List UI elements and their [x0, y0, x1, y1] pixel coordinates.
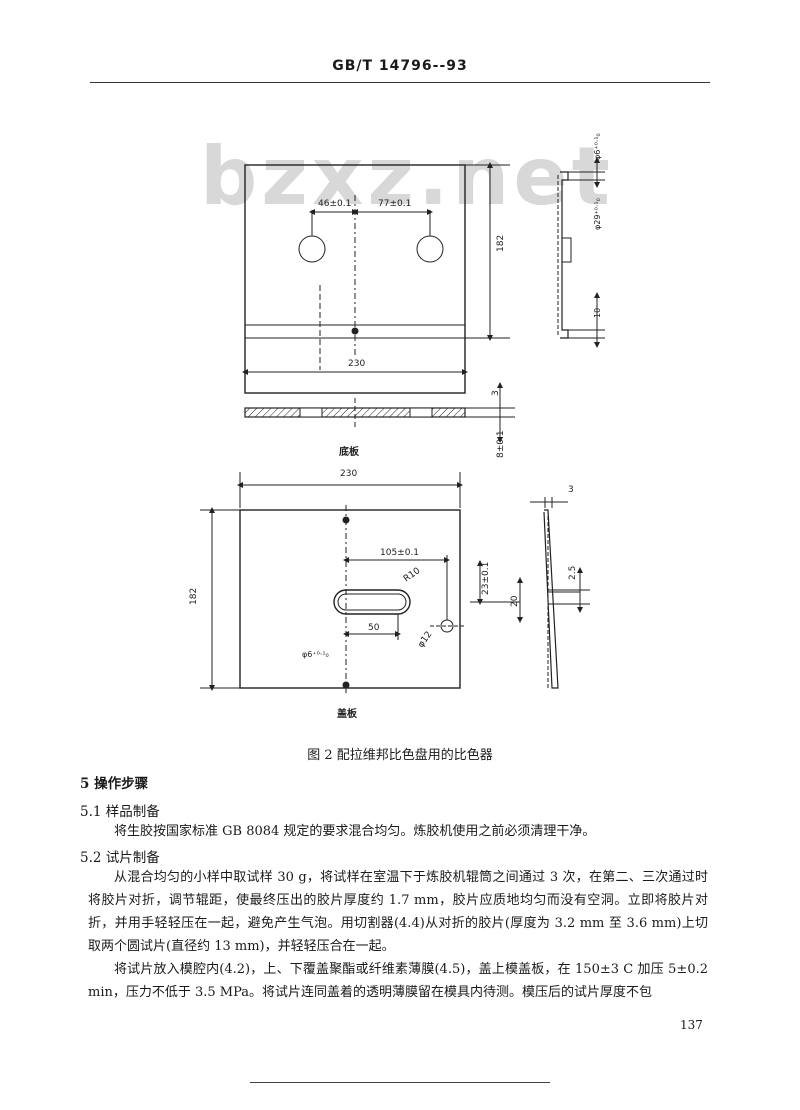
standard-header: GB/T 14796--93	[332, 58, 468, 74]
bottom-plate-side	[557, 157, 605, 348]
bottom-plate-front	[242, 162, 510, 394]
figure-caption: 图 2 配拉维邦比色盘用的比色器	[307, 748, 493, 763]
dim-182-cover: 182	[189, 588, 199, 605]
dim-r10: R10	[402, 566, 422, 585]
bottom-plate-section	[244, 382, 515, 443]
dim-8: 8±0.1	[496, 430, 506, 458]
dim-2-5: 2.5	[568, 566, 578, 580]
dim-230-bottom: 230	[348, 359, 365, 369]
watermark: bzxz.net	[200, 130, 614, 223]
dim-23: 23±0.1	[481, 562, 491, 595]
dim-50: 50	[368, 623, 380, 633]
dim-182-bottom: 182	[496, 235, 506, 252]
section-5-1-body: 将生胶按国家标准 GB 8084 规定的要求混合均匀。炼胶机使用之前必须清理干净…	[88, 820, 708, 843]
section-5-1-text: 将生胶按国家标准 GB 8084 规定的要求混合均匀。炼胶机使用之前必须清理干净…	[114, 824, 596, 839]
section-5-heading: 5 操作步骤	[80, 776, 149, 792]
cover-plate-side	[517, 497, 590, 689]
dim-230-cover: 230	[340, 469, 357, 479]
dim-phi12: φ12	[416, 630, 434, 650]
dim-77: 77±0.1	[378, 199, 411, 209]
dim-phi6-cover: φ6⁺⁰·¹₀	[302, 650, 329, 659]
section-5-2-para-2: 将试片放入模腔内(4.2)，上、下覆盖聚酯或纤维素薄膜(4.5)，盖上模盖板，在…	[88, 962, 708, 1000]
section-5-1-heading: 5.1 样品制备	[80, 804, 160, 820]
cover-plate-label: 盖板	[337, 707, 358, 720]
header-rule	[90, 82, 710, 83]
figure-drawing: 46±0.1 77±0.1 182 230 3 8±0.1 底板 φ6⁺⁰·¹₀…	[189, 133, 605, 720]
dim-10: 10	[593, 308, 602, 318]
section-5-2-para-1: 从混合均匀的小样中取试样 30 g，将试样在室温下于炼胶机辊筒之间通过 3 次，…	[88, 870, 708, 954]
dim-phi6-side: φ6⁺⁰·¹₀	[593, 133, 602, 160]
dim-46: 46±0.1	[318, 199, 351, 209]
section-5-2-heading: 5.2 试片制备	[80, 850, 160, 866]
page-number: 137	[680, 1018, 703, 1032]
dim-phi29: φ29⁺⁰·¹₀	[593, 198, 602, 230]
cover-plate-front	[200, 472, 520, 693]
dim-3-cover: 3	[568, 485, 574, 495]
dim-3-bottom: 3	[491, 390, 501, 396]
bottom-plate-label: 底板	[339, 445, 360, 458]
dim-105: 105±0.1	[380, 548, 419, 558]
dim-20: 20	[510, 595, 520, 607]
footer-rule	[250, 1082, 550, 1083]
